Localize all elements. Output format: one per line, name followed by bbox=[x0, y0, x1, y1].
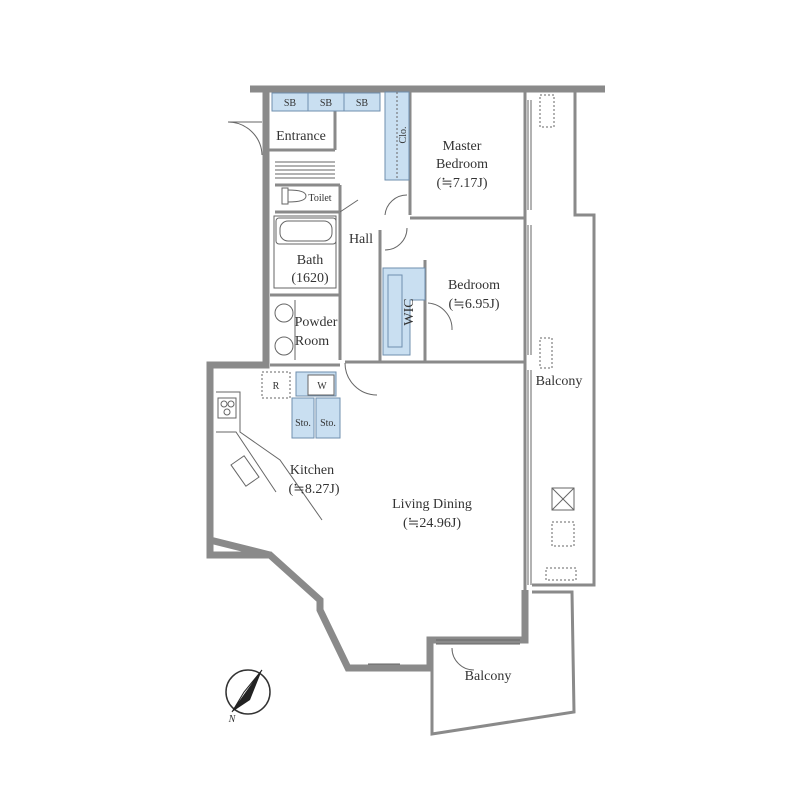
washer-label: W bbox=[317, 381, 327, 392]
living-dining-area: (≒24.96J) bbox=[403, 516, 461, 531]
entrance-step-lines bbox=[275, 161, 335, 179]
wic-label: WIC bbox=[402, 298, 417, 325]
powder-room-label-line2: Room bbox=[295, 334, 329, 349]
walk-in-closet: WIC bbox=[382, 267, 426, 356]
room-labels: Entrance Toilet Hall Bath (1620) Powder … bbox=[276, 129, 582, 684]
exterior-walls bbox=[206, 85, 605, 736]
master-bedroom-label-line2: Bedroom bbox=[436, 157, 488, 172]
powder-room-label-line1: Powder bbox=[295, 315, 338, 330]
toilet-label: Toilet bbox=[308, 193, 331, 204]
closet: Clo. bbox=[384, 91, 410, 181]
compass-ring-icon bbox=[225, 669, 271, 715]
bedroom-area: (≒6.95J) bbox=[448, 297, 499, 312]
washer-storage: W bbox=[295, 371, 337, 397]
storage-label-2: Sto. bbox=[320, 418, 336, 429]
bedroom-label: Bedroom bbox=[448, 278, 500, 293]
compass-north-label: N bbox=[228, 714, 237, 725]
shoe-box-storage: SB SB SB bbox=[271, 92, 381, 112]
living-dining-label: Living Dining bbox=[392, 497, 472, 512]
compass: N bbox=[225, 669, 271, 725]
storage-units: Sto. Sto. bbox=[291, 397, 341, 439]
kitchen-area: (≒8.27J) bbox=[288, 482, 339, 497]
south-balcony-label: Balcony bbox=[465, 669, 512, 684]
shoe-box-label-2: SB bbox=[320, 98, 333, 109]
kitchen-label: Kitchen bbox=[290, 463, 334, 478]
bath-label: Bath bbox=[297, 253, 323, 268]
master-bedroom-area: (≒7.17J) bbox=[436, 176, 487, 191]
bath-size-label: (1620) bbox=[291, 271, 329, 286]
hall-label: Hall bbox=[349, 232, 373, 247]
entrance-label: Entrance bbox=[276, 129, 326, 144]
east-balcony-label: Balcony bbox=[536, 374, 583, 389]
fixtures: R bbox=[216, 94, 577, 671]
master-bedroom-label-line1: Master bbox=[443, 139, 482, 154]
storage-label-1: Sto. bbox=[295, 418, 311, 429]
shoe-box-label-1: SB bbox=[284, 98, 297, 109]
shoe-box-label-3: SB bbox=[356, 98, 369, 109]
refrigerator-label: R bbox=[273, 381, 280, 392]
interior-walls bbox=[266, 92, 525, 367]
closet-label: Clo. bbox=[398, 127, 409, 144]
